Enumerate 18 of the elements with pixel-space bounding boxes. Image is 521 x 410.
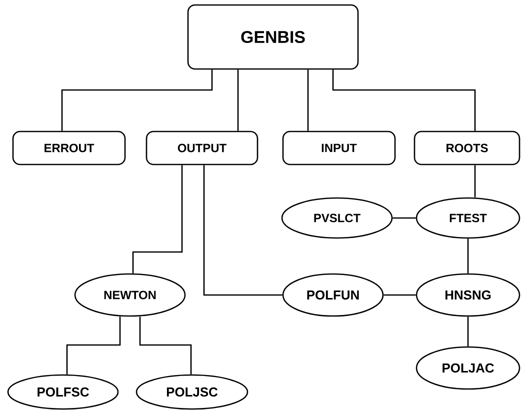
- module-box: GENBIS: [187, 4, 359, 70]
- connector-line: [203, 165, 282, 296]
- module-box: ROOTS: [414, 130, 520, 166]
- connector-line: [66, 316, 121, 374]
- connector-line: [307, 70, 309, 131]
- connector-line: [132, 165, 183, 274]
- connector-line: [392, 217, 416, 219]
- connector-line: [61, 70, 213, 131]
- connector-line: [467, 316, 469, 346]
- module-box: ERROUT: [12, 130, 126, 166]
- connector-line: [139, 316, 192, 374]
- connector-line: [237, 70, 239, 131]
- connector-line: [384, 294, 416, 296]
- module-box: INPUT: [282, 130, 396, 166]
- connector-line: [474, 165, 476, 198]
- connector-line: [332, 70, 476, 131]
- connector-line: [467, 238, 469, 274]
- module-box: OUTPUT: [146, 130, 258, 166]
